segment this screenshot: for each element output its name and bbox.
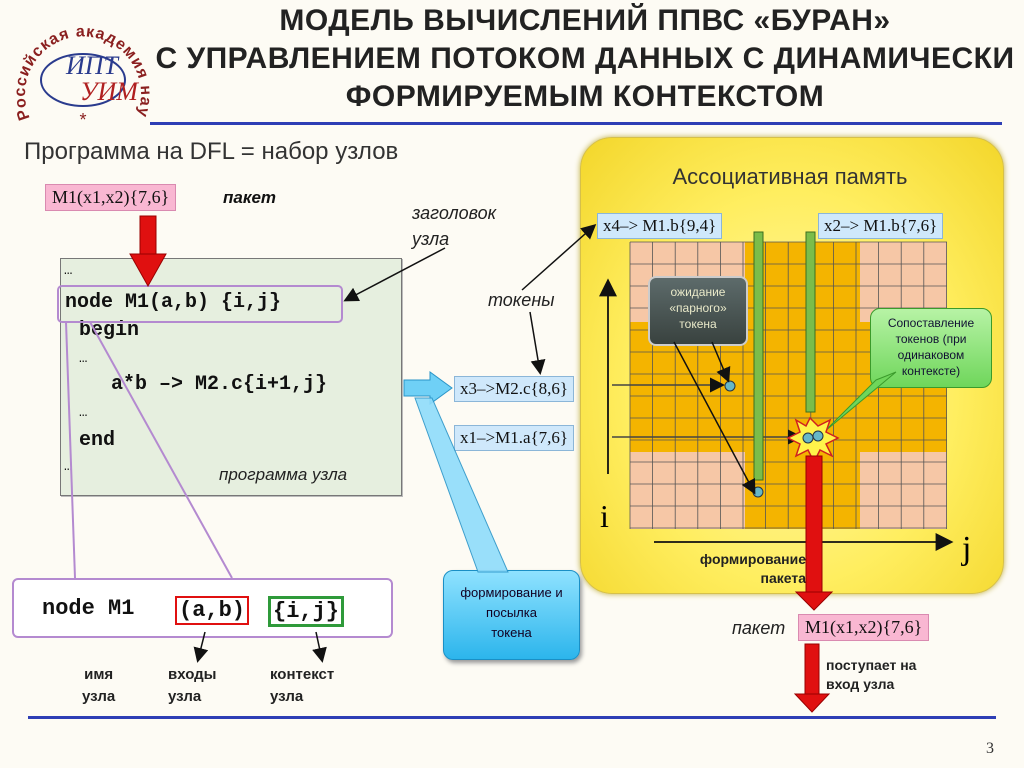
send-token-callout: формирование и посылка токена [443,570,580,660]
memory-title: Ассоциативная память [672,164,908,189]
page-number: 3 [986,740,994,757]
form-label-line1: формирование [699,551,806,567]
token-x4: x4–> M1.b{9,4} [597,213,723,239]
form-packet-label: формирование пакета [676,550,806,588]
code-end: end [79,429,116,452]
axis-j-label: j [962,530,972,567]
title-line-1: Модель вычислений ППВС «Буран» [279,4,891,37]
node-inputs: (a,b) [175,596,250,625]
waiting-token-callout: ожидание «парного» токена [648,276,748,346]
label-context-line2: узла [270,688,304,705]
node-name: node M1 [42,596,135,621]
output-packet: M1(x1,x2){7,6} [798,614,930,641]
waiting-line3: токена [679,317,717,331]
send-line1: формирование и [460,585,563,600]
logo-monogram-top: ИПТ [65,51,120,80]
token-x1: x1–>M1.a{7,6} [454,425,575,451]
footer-rule [28,716,996,719]
token-x3: x3–>M2.c{8,6} [454,376,575,402]
token-x2: x2–> M1.b{7,6} [818,213,944,239]
label-inputs-line2: узла [168,688,202,705]
academy-logo: Российская академия наук * ИПТ УИМ [3,0,158,136]
form-label-line2: пакета [760,570,807,586]
send-line2: посылка [486,605,537,620]
waiting-line2: «парного» [669,301,727,315]
code-dots-bottom: … [64,459,73,475]
match-line3: одинаковом [897,348,965,362]
label-node-context: контекст узла [270,664,334,708]
packet-enters-label: поступает на вход узла [826,656,916,694]
enters-line1: поступает на [826,657,917,673]
match-line1: Сопоставление [887,316,975,330]
title-line-3: формируемым контекстом [345,80,825,113]
page-title: Модель вычислений ППВС «Буран» с управле… [150,2,1020,116]
subtitle: Программа на DFL = набор узлов [24,138,399,165]
packet-label: пакет [223,188,277,207]
code-dots-1: … [79,351,88,367]
input-packet: M1(x1,x2){7,6} [45,184,177,211]
header-label-line1: заголовок [412,203,497,223]
header-label: заголовок узла [412,200,496,252]
node-header-zoom [12,578,393,638]
label-node-inputs: входы узла [168,664,217,708]
match-line4: контексте) [901,364,961,378]
code-dots-2: … [79,405,88,421]
code-caption: программа узла [219,465,348,484]
node-context: {i,j} [268,596,345,627]
label-name-line1: имя [84,666,114,683]
label-inputs-line1: входы [168,666,217,683]
title-rule [150,122,1002,125]
match-line2: токенов (при [895,332,967,346]
label-node-name: имя узла [82,664,115,708]
send-line3: токена [491,625,532,640]
label-context-line1: контекст [270,666,335,683]
axis-i-label: i [600,498,609,534]
header-highlight [57,285,343,323]
logo-monogram-bottom: УИМ [80,77,139,106]
matching-callout: Сопоставление токенов (при одинаковом ко… [870,308,992,388]
output-packet-label: пакет [732,618,786,638]
code-statement: a*b –> M2.c{i+1,j} [111,373,328,396]
code-node-line: node M1(a,b) {i,j} [65,291,282,314]
header-label-line2: узла [412,229,450,249]
label-name-line2: узла [82,688,116,705]
waiting-line1: ожидание [670,285,726,299]
enters-line2: вход узла [826,676,895,692]
code-dots-top: … [64,263,73,279]
title-line-2: с управлением потоком данных с динамичес… [155,42,1015,75]
svg-text:*: * [79,110,86,130]
tokens-label: токены [488,290,555,310]
